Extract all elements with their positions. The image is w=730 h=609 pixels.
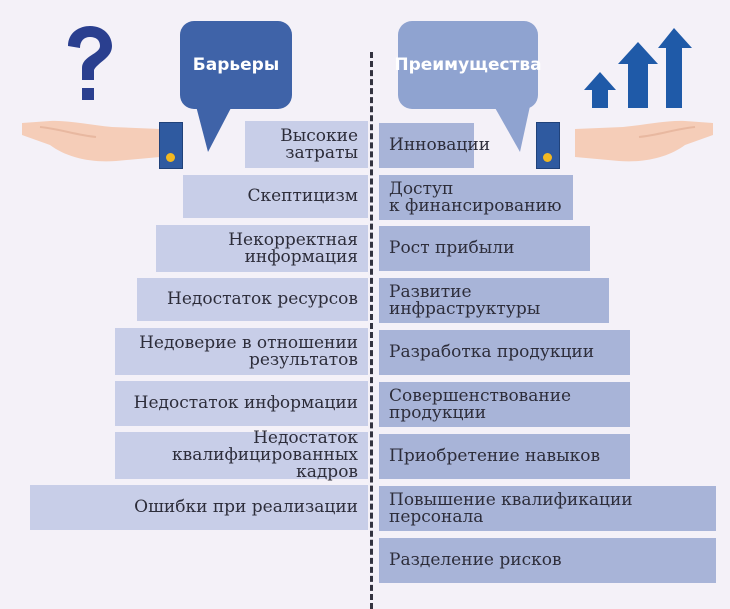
barriers-header: Барьеры <box>180 21 292 109</box>
question-mark-icon <box>68 26 112 100</box>
left-hand-icon <box>22 120 160 162</box>
barriers-bubble-tail <box>196 106 232 152</box>
advantage-item: Инновации <box>379 123 490 168</box>
center-divider <box>370 52 373 609</box>
advantages-header: Преимущества <box>394 21 542 109</box>
advantage-item: Развитие инфраструктуры <box>379 278 609 323</box>
barrier-item: Некорректная информация <box>156 225 368 272</box>
advantage-item: Доступ к финансированию <box>379 175 573 220</box>
advantage-item: Разработка продукции <box>379 330 630 375</box>
phone-icon <box>536 122 560 169</box>
advantage-item: Повышение квалификации персонала <box>379 486 716 531</box>
advantage-item: Рост прибыли <box>379 226 590 271</box>
advantages-bubble-tail <box>494 106 530 152</box>
barriers-header-label: Барьеры <box>192 55 280 75</box>
advantage-item: Разделение рисков <box>379 538 716 583</box>
advantage-item: Совершенствование продукции <box>379 382 630 427</box>
barrier-item: Скептицизм <box>183 175 368 218</box>
barrier-item: Недоверие в отношении результатов <box>115 328 368 375</box>
phone-button <box>166 153 175 162</box>
barrier-item: Ошибки при реализации <box>30 485 368 530</box>
phone-icon <box>159 122 183 169</box>
advantage-item: Приобретение навыков <box>379 434 630 479</box>
phone-button <box>543 153 552 162</box>
barrier-item: Недостаток квалифицированных кадров <box>115 430 368 481</box>
barrier-item: Недостаток информации <box>115 381 368 426</box>
growth-arrows-icon <box>584 28 692 108</box>
barrier-item: Высокие затраты <box>245 121 368 168</box>
barrier-item: Недостаток ресурсов <box>137 278 368 321</box>
advantages-header-label: Преимущества <box>394 55 542 75</box>
right-hand-icon <box>575 120 713 162</box>
